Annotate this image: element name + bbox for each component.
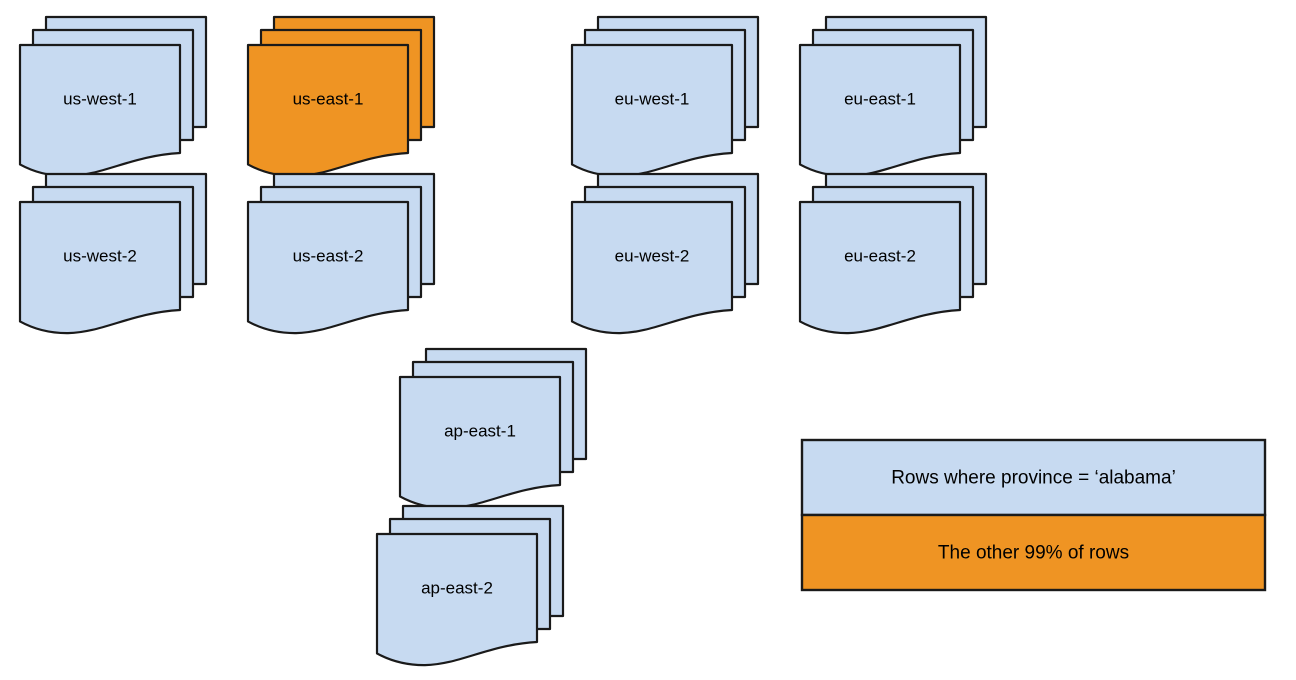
- document-stack-label: eu-east-1: [844, 89, 916, 108]
- legend-swatch-orange: [800, 513, 1267, 592]
- document-stack-us-west-1[interactable]: us-west-1: [18, 15, 208, 178]
- document-stack-us-east-2[interactable]: us-east-2: [246, 172, 436, 335]
- document-sheet-front: [375, 532, 539, 667]
- document-sheet-front: [18, 200, 182, 335]
- document-stack-label: eu-east-2: [844, 246, 916, 265]
- document-stack-label: ap-east-2: [421, 578, 493, 597]
- document-sheet-front: [570, 200, 734, 335]
- document-stack-group: us-west-1 us-east-1 eu-west-1 eu-east-1 us-w…: [18, 15, 988, 667]
- document-sheet-front: [398, 375, 562, 510]
- document-sheet-front: [246, 200, 410, 335]
- document-stack-label: us-west-2: [63, 246, 137, 265]
- document-stack-label: us-east-1: [293, 89, 364, 108]
- legend-row-legend-blue: Rows where province = ‘alabama’: [800, 438, 1267, 517]
- document-sheet-front: [246, 43, 410, 178]
- document-stack-label: eu-west-1: [615, 89, 690, 108]
- document-sheet-front: [18, 43, 182, 178]
- document-stack-label: eu-west-2: [615, 246, 690, 265]
- document-stack-label: ap-east-1: [444, 421, 516, 440]
- legend-label: Rows where province = ‘alabama’: [891, 468, 1176, 489]
- legend-row-legend-orange: The other 99% of rows: [800, 513, 1267, 592]
- document-stack-ap-east-2[interactable]: ap-east-2: [375, 504, 565, 667]
- document-stack-label: us-west-1: [63, 89, 137, 108]
- document-stack-us-west-2[interactable]: us-west-2: [18, 172, 208, 335]
- document-sheet-front: [798, 43, 962, 178]
- document-stack-eu-east-1[interactable]: eu-east-1: [798, 15, 988, 178]
- legend-group: Rows where province = ‘alabama’ The other…: [800, 438, 1267, 592]
- document-sheet-front: [570, 43, 734, 178]
- document-stack-eu-west-1[interactable]: eu-west-1: [570, 15, 760, 178]
- document-stack-label: us-east-2: [293, 246, 364, 265]
- legend-label: The other 99% of rows: [938, 543, 1129, 564]
- document-stack-us-east-1[interactable]: us-east-1: [246, 15, 436, 178]
- document-stack-ap-east-1[interactable]: ap-east-1: [398, 347, 588, 510]
- legend-swatch-blue: [800, 438, 1267, 517]
- document-stack-eu-east-2[interactable]: eu-east-2: [798, 172, 988, 335]
- document-sheet-front: [798, 200, 962, 335]
- document-stack-eu-west-2[interactable]: eu-west-2: [570, 172, 760, 335]
